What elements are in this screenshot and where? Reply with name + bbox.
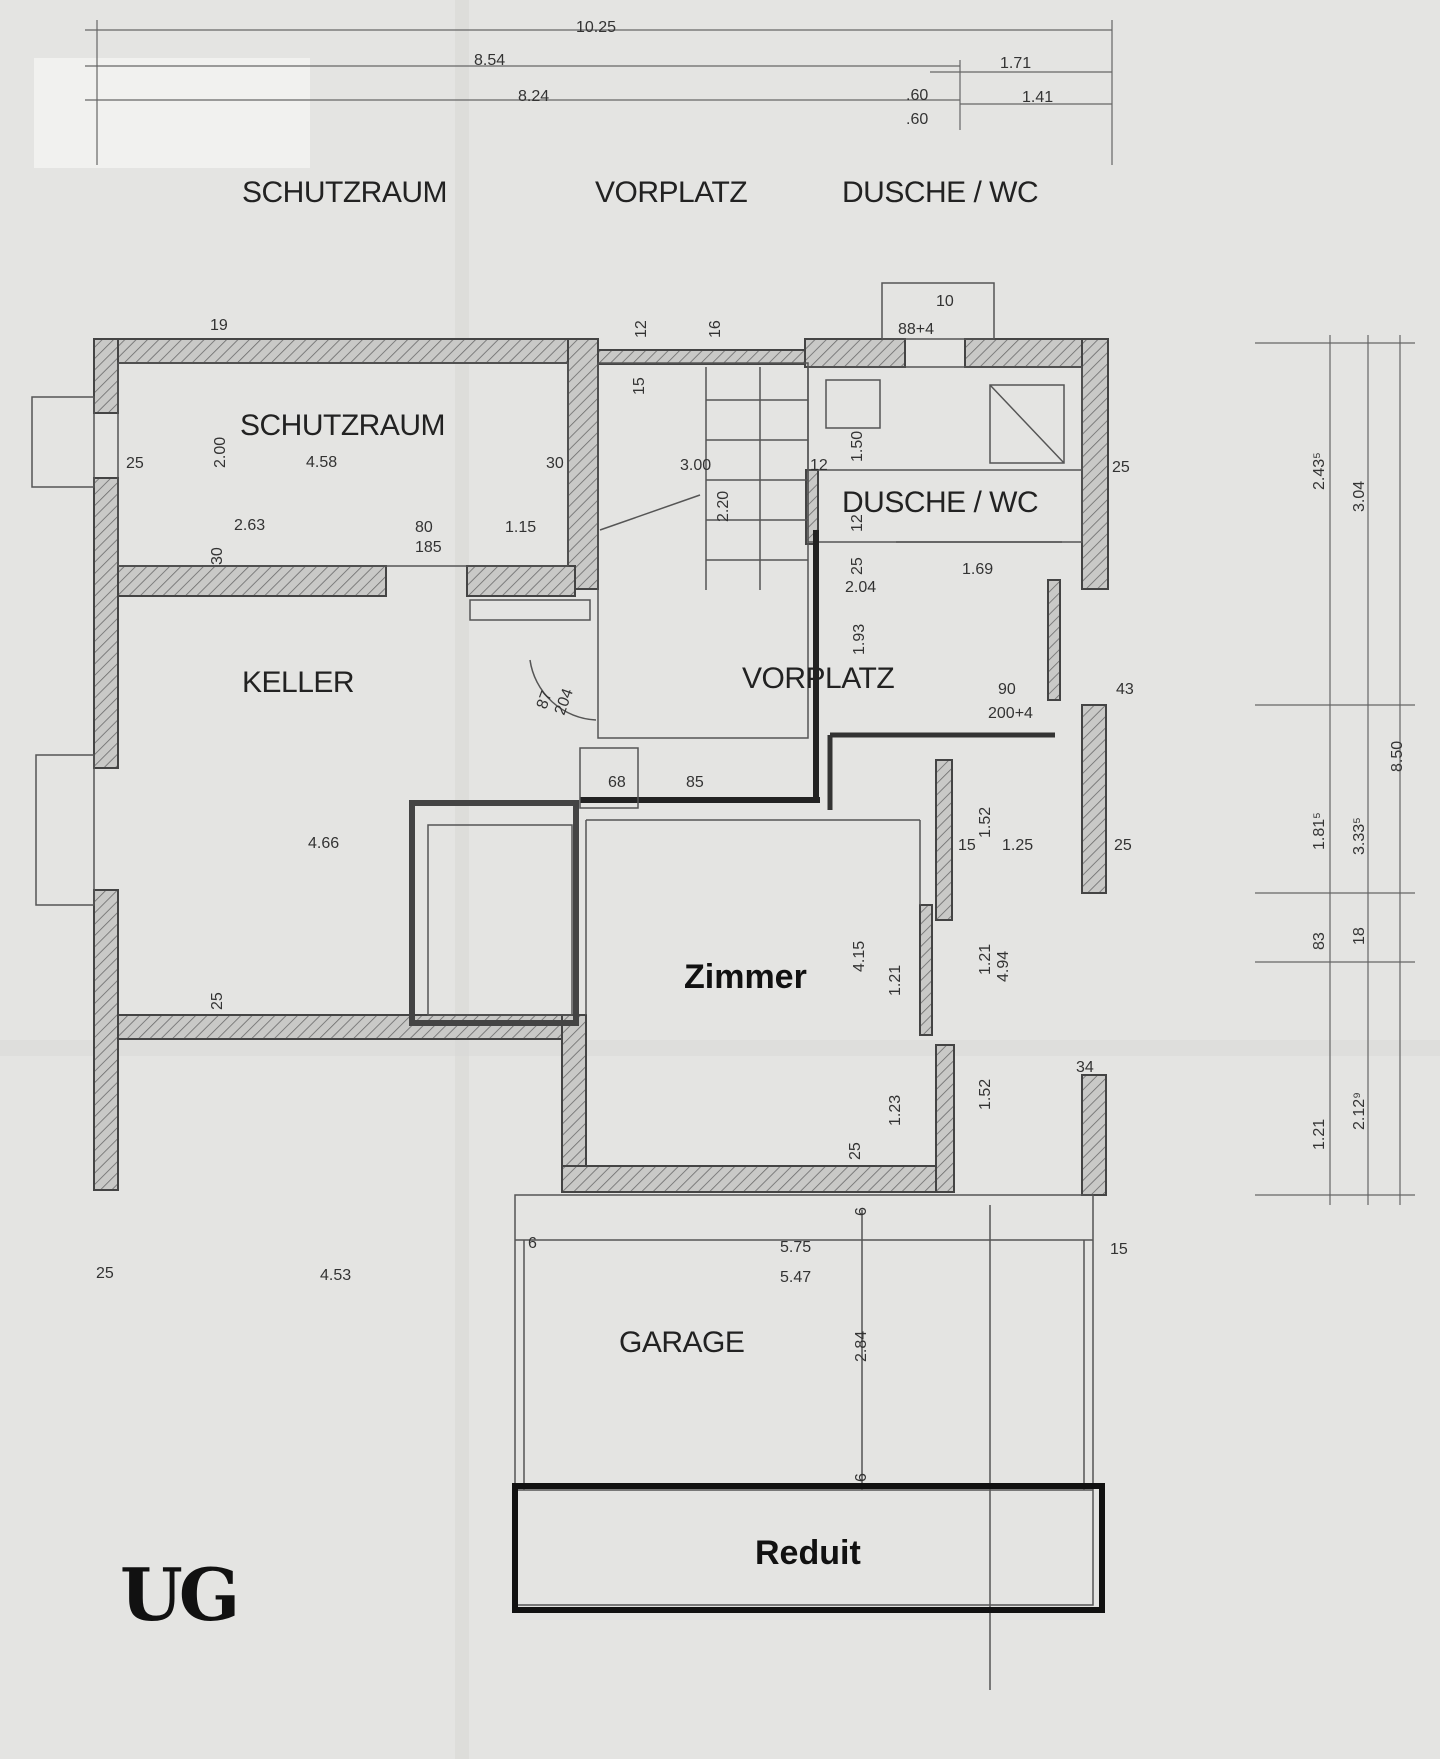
- dim-15: 15: [631, 377, 648, 395]
- dim-r-2435: 2.43⁵: [1311, 452, 1328, 490]
- dim-side-15: 15: [958, 837, 976, 854]
- dim-1-93: 1.93: [851, 624, 868, 655]
- dim-bb-10: 10: [936, 293, 954, 310]
- interior-dimensions: 4.58 2.00 19 25 30 2.63 80 185 1.15 30 3…: [96, 293, 1134, 1482]
- dim-side-34: 34: [1076, 1059, 1094, 1076]
- room-garage: GARAGE: [619, 1326, 744, 1359]
- dim-68: 68: [608, 774, 626, 791]
- walls: [93, 338, 1109, 1196]
- dim-85: 85: [686, 774, 704, 791]
- dim-side-25: 25: [1114, 837, 1132, 854]
- dim-5-75: 5.75: [780, 1239, 811, 1256]
- dim-dusche-12b: 12: [849, 514, 866, 532]
- dim-r-18: 18: [1351, 927, 1368, 945]
- dim-r-83: 83: [1311, 932, 1328, 950]
- dim-keller-25: 25: [209, 992, 226, 1010]
- room-schutzraum: SCHUTZRAUM: [240, 409, 445, 442]
- room-zimmer: Zimmer: [684, 958, 807, 996]
- dim-8-24: 8.24: [518, 88, 549, 105]
- dim-2-04: 2.04: [845, 579, 876, 596]
- dim-60a: .60: [906, 87, 928, 104]
- dim-80: 80: [415, 519, 433, 536]
- interior-lines: [31, 282, 1094, 1690]
- dim-top-wall: 19: [210, 317, 228, 334]
- dim-5-47: 5.47: [780, 1269, 811, 1286]
- dim-keller-4-66: 4.66: [308, 835, 339, 852]
- dim-2-63: 2.63: [234, 517, 265, 534]
- dim-garage-6c: 6: [853, 1473, 870, 1482]
- dim-r-850: 8.50: [1389, 741, 1406, 772]
- dim-zimmer-1-21: 1.21: [887, 965, 904, 996]
- dim-left-4-53: 4.53: [320, 1267, 351, 1284]
- header-vorplatz: VORPLATZ: [595, 176, 747, 209]
- paper-fold: [0, 1040, 1440, 1056]
- paper-fold: [455, 0, 469, 1759]
- dim-garage-6a: 6: [528, 1235, 537, 1252]
- room-dusche-wc: DUSCHE / WC: [842, 486, 1038, 519]
- dim-43: 43: [1116, 681, 1134, 698]
- label-patch: [34, 58, 310, 168]
- dim-4-15: 4.15: [851, 941, 868, 972]
- room-reduit: Reduit: [755, 1534, 861, 1572]
- dim-side-1-21: 1.21: [977, 944, 994, 975]
- room-vorplatz: VORPLATZ: [742, 662, 894, 695]
- dim-1-69: 1.69: [962, 561, 993, 578]
- dim-185: 185: [415, 539, 442, 556]
- dim-side-1-52a: 1.52: [977, 807, 994, 838]
- dim-1-71: 1.71: [1000, 55, 1031, 72]
- room-keller: KELLER: [242, 666, 354, 699]
- dim-side-1-52b: 1.52: [977, 1079, 994, 1110]
- dim-2-84: 2.84: [853, 1331, 870, 1362]
- dim-r-121: 1.21: [1311, 1119, 1328, 1150]
- dim-r-1815: 1.81⁵: [1311, 812, 1328, 850]
- dim-1-41: 1.41: [1022, 89, 1053, 106]
- dim-schutzraum-depth: 2.00: [212, 437, 229, 468]
- dim-r-2129: 2.12⁹: [1351, 1092, 1368, 1130]
- dim-87: 87: [534, 689, 556, 712]
- dim-bb-top: 88+4: [898, 321, 934, 338]
- dim-r-304: 3.04: [1351, 481, 1368, 512]
- dim-schutzraum-width: 4.58: [306, 454, 337, 471]
- dim-1-50: 1.50: [849, 431, 866, 462]
- header-dusche-wc: DUSCHE / WC: [842, 176, 1038, 209]
- dim-side-4-94: 4.94: [995, 951, 1012, 982]
- dim-left-25: 25: [96, 1265, 114, 1282]
- dim-204-door: 204: [552, 686, 577, 717]
- dim-garage-6b: 6: [853, 1207, 870, 1216]
- right-dimension-lines: [1255, 335, 1415, 1205]
- dim-200-4: 200+4: [988, 705, 1033, 722]
- dim-side-1-25: 1.25: [1002, 837, 1033, 854]
- reduit-outline: [512, 1483, 1105, 1613]
- dim-overall-width: 10.25: [576, 19, 616, 36]
- dim-schutzraum-left: 25: [126, 455, 144, 472]
- dim-1-15: 1.15: [505, 519, 536, 536]
- dim-30b: 30: [209, 547, 226, 565]
- dim-8-54: 8.54: [474, 52, 505, 69]
- header-schutzraum: SCHUTZRAUM: [242, 176, 447, 209]
- level-label: UG: [120, 1552, 236, 1637]
- dim-60b: .60: [906, 111, 928, 128]
- top-dimension-lines: [85, 20, 1113, 165]
- dim-90: 90: [998, 681, 1016, 698]
- dim-3-00: 3.00: [680, 457, 711, 474]
- dim-2-20: 2.20: [715, 491, 732, 522]
- dim-dusche-25: 25: [849, 557, 866, 575]
- dim-16: 16: [707, 320, 724, 338]
- dim-12: 12: [633, 320, 650, 338]
- dim-dusche-right-25: 25: [1112, 459, 1130, 476]
- dim-r-3335: 3.33⁵: [1351, 817, 1368, 855]
- dim-zimmer-25: 25: [847, 1142, 864, 1160]
- dim-dusche-12a: 12: [810, 457, 828, 474]
- dim-schutzraum-wall: 30: [546, 455, 564, 472]
- dim-garage-15: 15: [1110, 1241, 1128, 1258]
- dim-1-23: 1.23: [887, 1095, 904, 1126]
